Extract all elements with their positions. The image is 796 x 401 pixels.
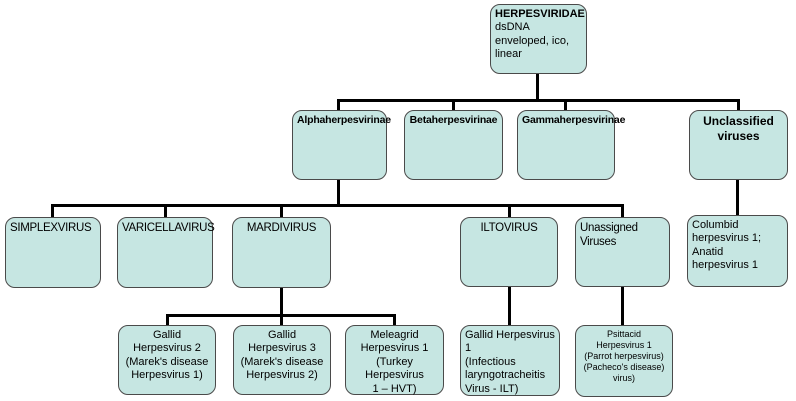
node-label: Unclassified viruses bbox=[703, 114, 774, 143]
node-label: MARDIVIRUS bbox=[246, 222, 317, 234]
connector-line bbox=[621, 204, 624, 219]
node-simplexvirus: SIMPLEXVIRUS bbox=[5, 217, 101, 288]
node-herpesviridae: HERPESVIRIDAE dsDNA enveloped, ico, line… bbox=[490, 4, 587, 74]
connector-line bbox=[536, 73, 539, 102]
connector-line bbox=[337, 179, 340, 207]
node-label: Gallid Herpesvirus 2 (Marek's disease He… bbox=[125, 329, 209, 382]
connector-line bbox=[280, 314, 283, 327]
connector-line bbox=[166, 314, 169, 327]
node-label: Gammaherpesvirinae bbox=[522, 114, 626, 126]
connector-line bbox=[280, 287, 283, 317]
family-properties: dsDNA enveloped, ico, linear bbox=[495, 21, 569, 61]
connector-line bbox=[508, 204, 511, 219]
node-label: Gallid Herpesvirus 1 (Infectious laryngo… bbox=[465, 329, 555, 395]
connector-line bbox=[393, 314, 396, 327]
node-iltovirus: ILTOVIRUS bbox=[460, 217, 558, 287]
node-label: Unassigned Viruses bbox=[580, 222, 638, 249]
node-mardivirus: MARDIVIRUS bbox=[232, 217, 331, 288]
node-label: Meleagrid Herpesvirus 1 (Turkey Herpesvi… bbox=[360, 329, 429, 395]
family-name: HERPESVIRIDAE bbox=[495, 8, 585, 20]
connector-line bbox=[508, 286, 511, 327]
node-alphaherpesvirinae: Alphaherpesvirinae bbox=[292, 110, 391, 180]
connector-line bbox=[621, 286, 624, 327]
node-unclassified-viruses: Unclassified viruses bbox=[689, 110, 788, 180]
node-meleagrid-herpesvirus-1: Meleagrid Herpesvirus 1 (Turkey Herpesvi… bbox=[345, 325, 444, 395]
connector-line bbox=[337, 99, 340, 112]
connector-line bbox=[280, 204, 283, 219]
connector-line bbox=[452, 99, 455, 112]
connector-line bbox=[737, 99, 740, 112]
node-label: ILTOVIRUS bbox=[480, 222, 538, 234]
node-psittacid-herpesvirus-1: Psittacid Herpesvirus 1 (Parrot herpesvi… bbox=[575, 325, 673, 397]
node-label: SIMPLEXVIRUS bbox=[10, 222, 92, 234]
node-label: Gallid Herpesvirus 3 (Marek's disease He… bbox=[240, 329, 324, 382]
node-varicellavirus: VARICELLAVIRUS bbox=[117, 217, 215, 288]
connector-line bbox=[736, 179, 739, 217]
node-betaherpesvirinae: Betaherpesvirinae bbox=[404, 110, 503, 180]
node-columbid-anatid-herpesvirus: Columbid herpesvirus 1; Anatid herpesvir… bbox=[687, 215, 788, 287]
node-label: Columbid herpesvirus 1; Anatid herpesvir… bbox=[692, 219, 762, 272]
node-label: Psittacid Herpesvirus 1 (Parrot herpesvi… bbox=[583, 329, 665, 383]
node-gammaherpesvirinae: Gammaherpesvirinae bbox=[517, 110, 626, 180]
node-label: VARICELLAVIRUS bbox=[122, 222, 215, 234]
node-unassigned-viruses: Unassigned Viruses bbox=[575, 217, 670, 287]
node-label: Betaherpesvirinae bbox=[409, 114, 498, 126]
node-gallid-herpesvirus-1: Gallid Herpesvirus 1 (Infectious laryngo… bbox=[460, 325, 560, 396]
connector-line bbox=[164, 204, 167, 219]
node-gallid-herpesvirus-3: Gallid Herpesvirus 3 (Marek's disease He… bbox=[233, 325, 331, 395]
connector-line bbox=[51, 204, 54, 219]
node-gallid-herpesvirus-2: Gallid Herpesvirus 2 (Marek's disease He… bbox=[118, 325, 216, 395]
connector-line bbox=[337, 99, 740, 102]
connector-line bbox=[564, 99, 567, 112]
node-label: Alphaherpesvirinae bbox=[297, 114, 391, 126]
connector-line bbox=[51, 204, 624, 207]
